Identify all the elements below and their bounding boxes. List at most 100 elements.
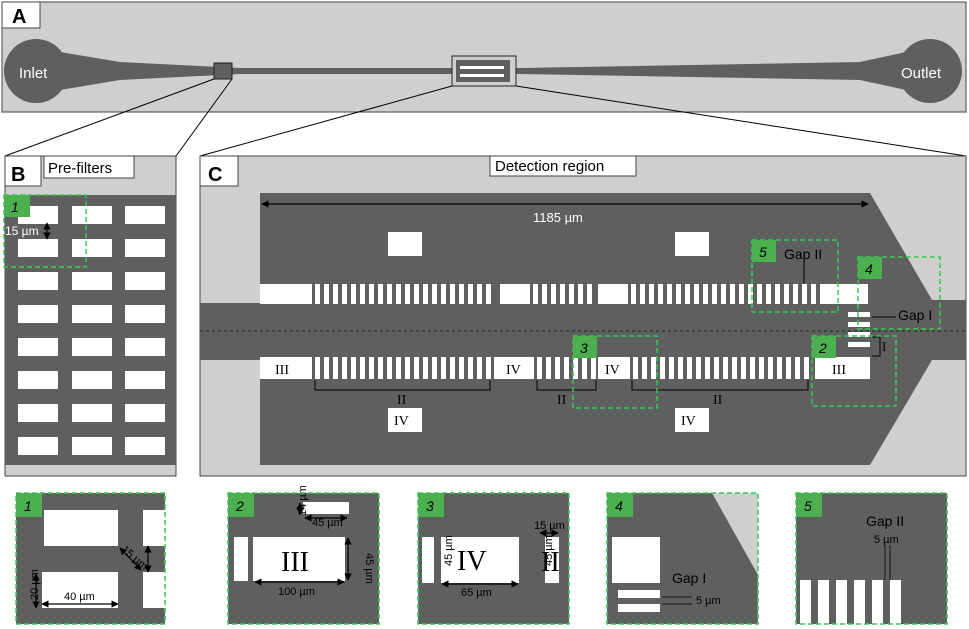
inset-pillar	[44, 510, 118, 546]
bottom-pillar-row	[260, 357, 870, 379]
comb-pillar	[705, 357, 710, 379]
gap-i-bar	[848, 342, 870, 347]
zoom-2-tag: 2	[818, 340, 827, 356]
outlet-reservoir	[898, 39, 962, 103]
comb-pillar	[578, 284, 583, 304]
comb-pillar	[378, 357, 383, 379]
zoom-5-box	[751, 239, 839, 313]
panel-b-letter: B	[11, 164, 25, 186]
inset-2-dim: 14 µm	[297, 485, 309, 516]
comb-pillar	[405, 357, 410, 379]
inset-4-dim: 5 µm	[696, 595, 721, 607]
comb-pillar	[360, 357, 365, 379]
prefilter-pillar	[72, 338, 112, 356]
inlet-reservoir	[4, 39, 68, 103]
comb-pillar	[723, 357, 728, 379]
roman-label: IV	[681, 414, 696, 429]
inset-2-dim: 45 µm	[363, 553, 375, 584]
prefilter-pillar	[125, 437, 165, 455]
comb-pillar	[351, 357, 356, 379]
zoom-2-box	[811, 335, 897, 407]
prefilter-pillar	[72, 272, 112, 290]
comb-pillar	[786, 357, 791, 379]
panel-a-letter: A	[12, 6, 26, 28]
comb-pillar	[818, 580, 829, 624]
roman-label: IV	[506, 363, 521, 378]
comb-pillar	[658, 284, 663, 304]
prefilter-pillar	[125, 371, 165, 389]
comb-pillar	[342, 284, 347, 304]
inset-1-dim: 40 µm	[64, 591, 95, 603]
prefilter-pillar	[18, 404, 58, 422]
inset-pillar	[234, 537, 248, 581]
comb-pillar	[414, 284, 419, 304]
iv-box	[388, 408, 422, 432]
pillar-block	[815, 357, 870, 379]
comb-pillar	[854, 580, 865, 624]
inset-5: Gap II 5 µm 5	[795, 492, 948, 625]
gap-i-bar	[848, 332, 870, 337]
zoom-2-tag-bg	[812, 336, 836, 358]
prefilter-pillar	[72, 437, 112, 455]
comb-pillar	[423, 357, 428, 379]
comb-pillar	[546, 357, 551, 379]
comb-pillar	[315, 357, 320, 379]
inset-2-dim: 100 µm	[278, 586, 315, 598]
gap-ii-label: Gap II	[784, 246, 822, 262]
panel-c-title-box	[489, 155, 637, 177]
zoom-4-tag-bg	[858, 257, 882, 279]
detection-chip	[456, 60, 510, 82]
pillar-block	[500, 284, 530, 304]
zoom-3-tag: 3	[580, 340, 588, 356]
prefilter-pillar	[72, 305, 112, 323]
comb-pillar	[768, 357, 773, 379]
inset-pillar	[612, 537, 660, 583]
panel-b-dim: 15 µm	[5, 224, 39, 238]
panel-b-letter-box	[4, 155, 42, 187]
comb-pillar	[685, 284, 690, 304]
bracket	[314, 380, 491, 391]
panel-c-letter-box	[199, 155, 239, 187]
comb-pillar	[872, 580, 883, 624]
prefilter-pillar	[72, 206, 112, 224]
inset-3: 15 µm IV II 45 µm 45 µm 65 µm 3	[417, 492, 570, 625]
comb-pillar	[564, 357, 569, 379]
inset-3-roman: IV	[457, 546, 487, 577]
inset-pillar	[618, 590, 660, 598]
comb-pillar	[676, 284, 681, 304]
square-pillar	[388, 232, 422, 256]
comb-pillar	[555, 357, 560, 379]
comb-pillar	[732, 357, 737, 379]
inset-2-dim: 45 µm	[312, 517, 343, 529]
comb-pillar	[432, 357, 437, 379]
inset-3-dim: 45 µm	[443, 535, 455, 566]
comb-pillar	[640, 284, 645, 304]
comb-pillar	[378, 284, 383, 304]
inset-3-dim: 45 µm	[543, 535, 555, 566]
comb-pillar	[703, 284, 708, 304]
comb-pillar	[396, 284, 401, 304]
roman-label: III	[275, 363, 289, 378]
pillar-block	[820, 284, 868, 304]
prefilter-pillars	[18, 206, 165, 455]
pillar-block	[494, 357, 534, 379]
comb-pillar	[811, 284, 816, 304]
comb-pillar	[649, 284, 654, 304]
panel-a: A Inlet Outlet	[1, 1, 967, 113]
comb-pillar	[342, 357, 347, 379]
roman-label: III	[832, 363, 846, 378]
roman-label: IV	[394, 414, 409, 429]
inset-1: 15 µm 20 µm 40 µm 1	[15, 492, 166, 625]
comb-pillar	[477, 284, 482, 304]
comb-pillar	[560, 284, 565, 304]
comb-pillar	[333, 357, 338, 379]
prefilter-pillar	[72, 404, 112, 422]
comb-pillar	[795, 357, 800, 379]
comb-pillar	[836, 580, 847, 624]
comb-pillar	[486, 284, 491, 304]
inset-3-roman: II	[541, 547, 560, 578]
inset-4: Gap I 5 µm 4	[606, 492, 759, 625]
comb-pillar	[468, 284, 473, 304]
roman-label: II	[713, 393, 723, 408]
comb-pillar	[696, 357, 701, 379]
